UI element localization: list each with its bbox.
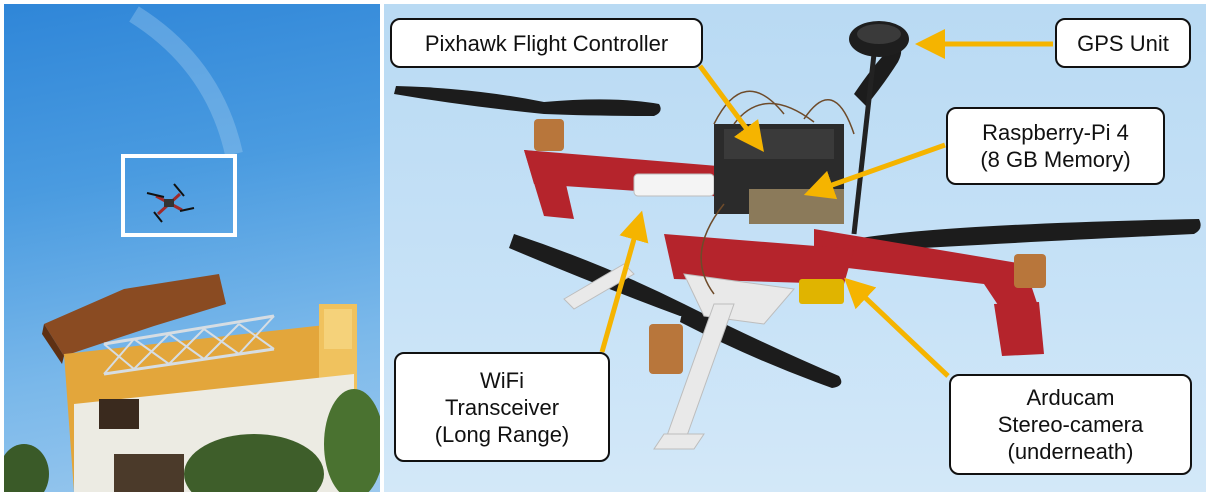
label-wifi-line2: Transceiver — [444, 394, 560, 420]
drone-small-icon — [146, 183, 195, 223]
label-raspberry-pi: Raspberry-Pi 4 (8 GB Memory) — [946, 107, 1165, 185]
label-wifi-line1: WiFi — [480, 367, 524, 393]
label-gps-unit: GPS Unit — [1055, 18, 1191, 68]
label-flight-controller-text: Pixhawk Flight Controller — [424, 30, 669, 56]
building-scene — [4, 6, 380, 492]
label-arducam-line2: Stereo-camera — [997, 412, 1144, 437]
label-arducam-line3: (underneath) — [1007, 439, 1134, 464]
label-wifi-transceiver: WiFi Transceiver (Long Range) — [394, 352, 610, 462]
label-flight-controller: Pixhawk Flight Controller — [390, 18, 703, 68]
label-gps-unit-text: GPS Unit — [1077, 30, 1169, 56]
label-wifi-line3: (Long Range) — [434, 421, 570, 447]
label-raspberry-pi-line1: Raspberry-Pi 4 — [982, 120, 1129, 145]
label-arducam: Arducam Stereo-camera (underneath) — [949, 374, 1192, 475]
label-raspberry-pi-line2: (8 GB Memory) — [980, 147, 1131, 172]
photo-drone-in-flight — [4, 4, 380, 492]
label-arducam-line1: Arducam — [1026, 385, 1115, 410]
drone-closeup-illustration — [394, 21, 1201, 450]
drone-highlight-box — [121, 154, 237, 237]
